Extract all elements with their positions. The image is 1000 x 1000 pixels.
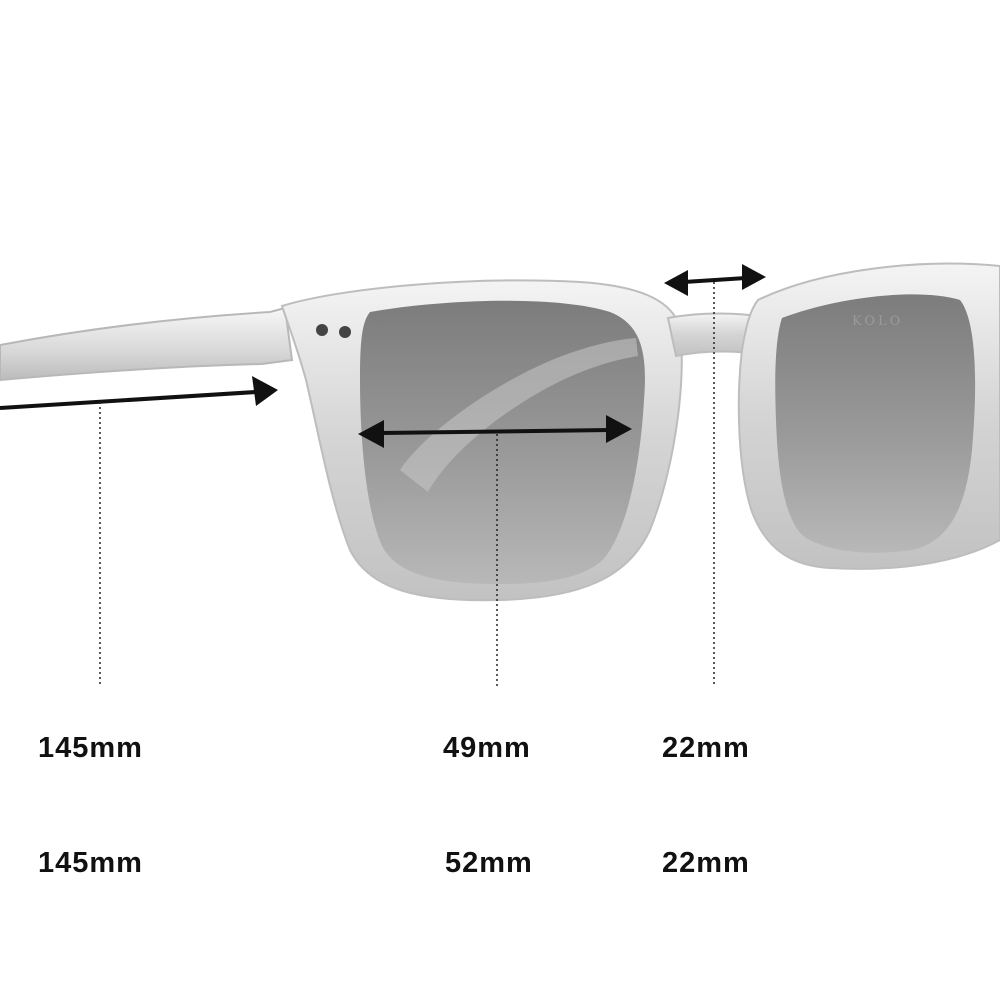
bridge-width-label: 22mm xyxy=(662,732,750,764)
lens-arrow-head-left xyxy=(358,420,384,448)
hinge-rivet xyxy=(339,326,351,338)
bridge-width-label: 22mm xyxy=(662,847,750,879)
lens-reflection xyxy=(400,338,638,492)
hinge-rivet xyxy=(316,324,328,336)
temple-length-label: 145mm xyxy=(38,847,143,879)
lens-arrow-line xyxy=(379,428,611,435)
lens-width-label: 52mm xyxy=(445,847,533,879)
temple-arrow-line xyxy=(0,390,257,410)
bridge-arrow-head-left xyxy=(664,270,688,296)
lens-width-label: 49mm xyxy=(443,732,531,764)
temple-arrow-head xyxy=(252,376,278,406)
right-lens xyxy=(775,294,976,553)
left-lens xyxy=(360,300,645,584)
lens-arrow-head-right xyxy=(606,415,632,443)
brand-logo: KOLO xyxy=(852,314,904,329)
bridge-arrow-line xyxy=(683,276,747,284)
bridge-arrow-head-right xyxy=(742,264,766,290)
temple-arm xyxy=(0,306,294,382)
temple-length-label: 145mm xyxy=(38,732,143,764)
